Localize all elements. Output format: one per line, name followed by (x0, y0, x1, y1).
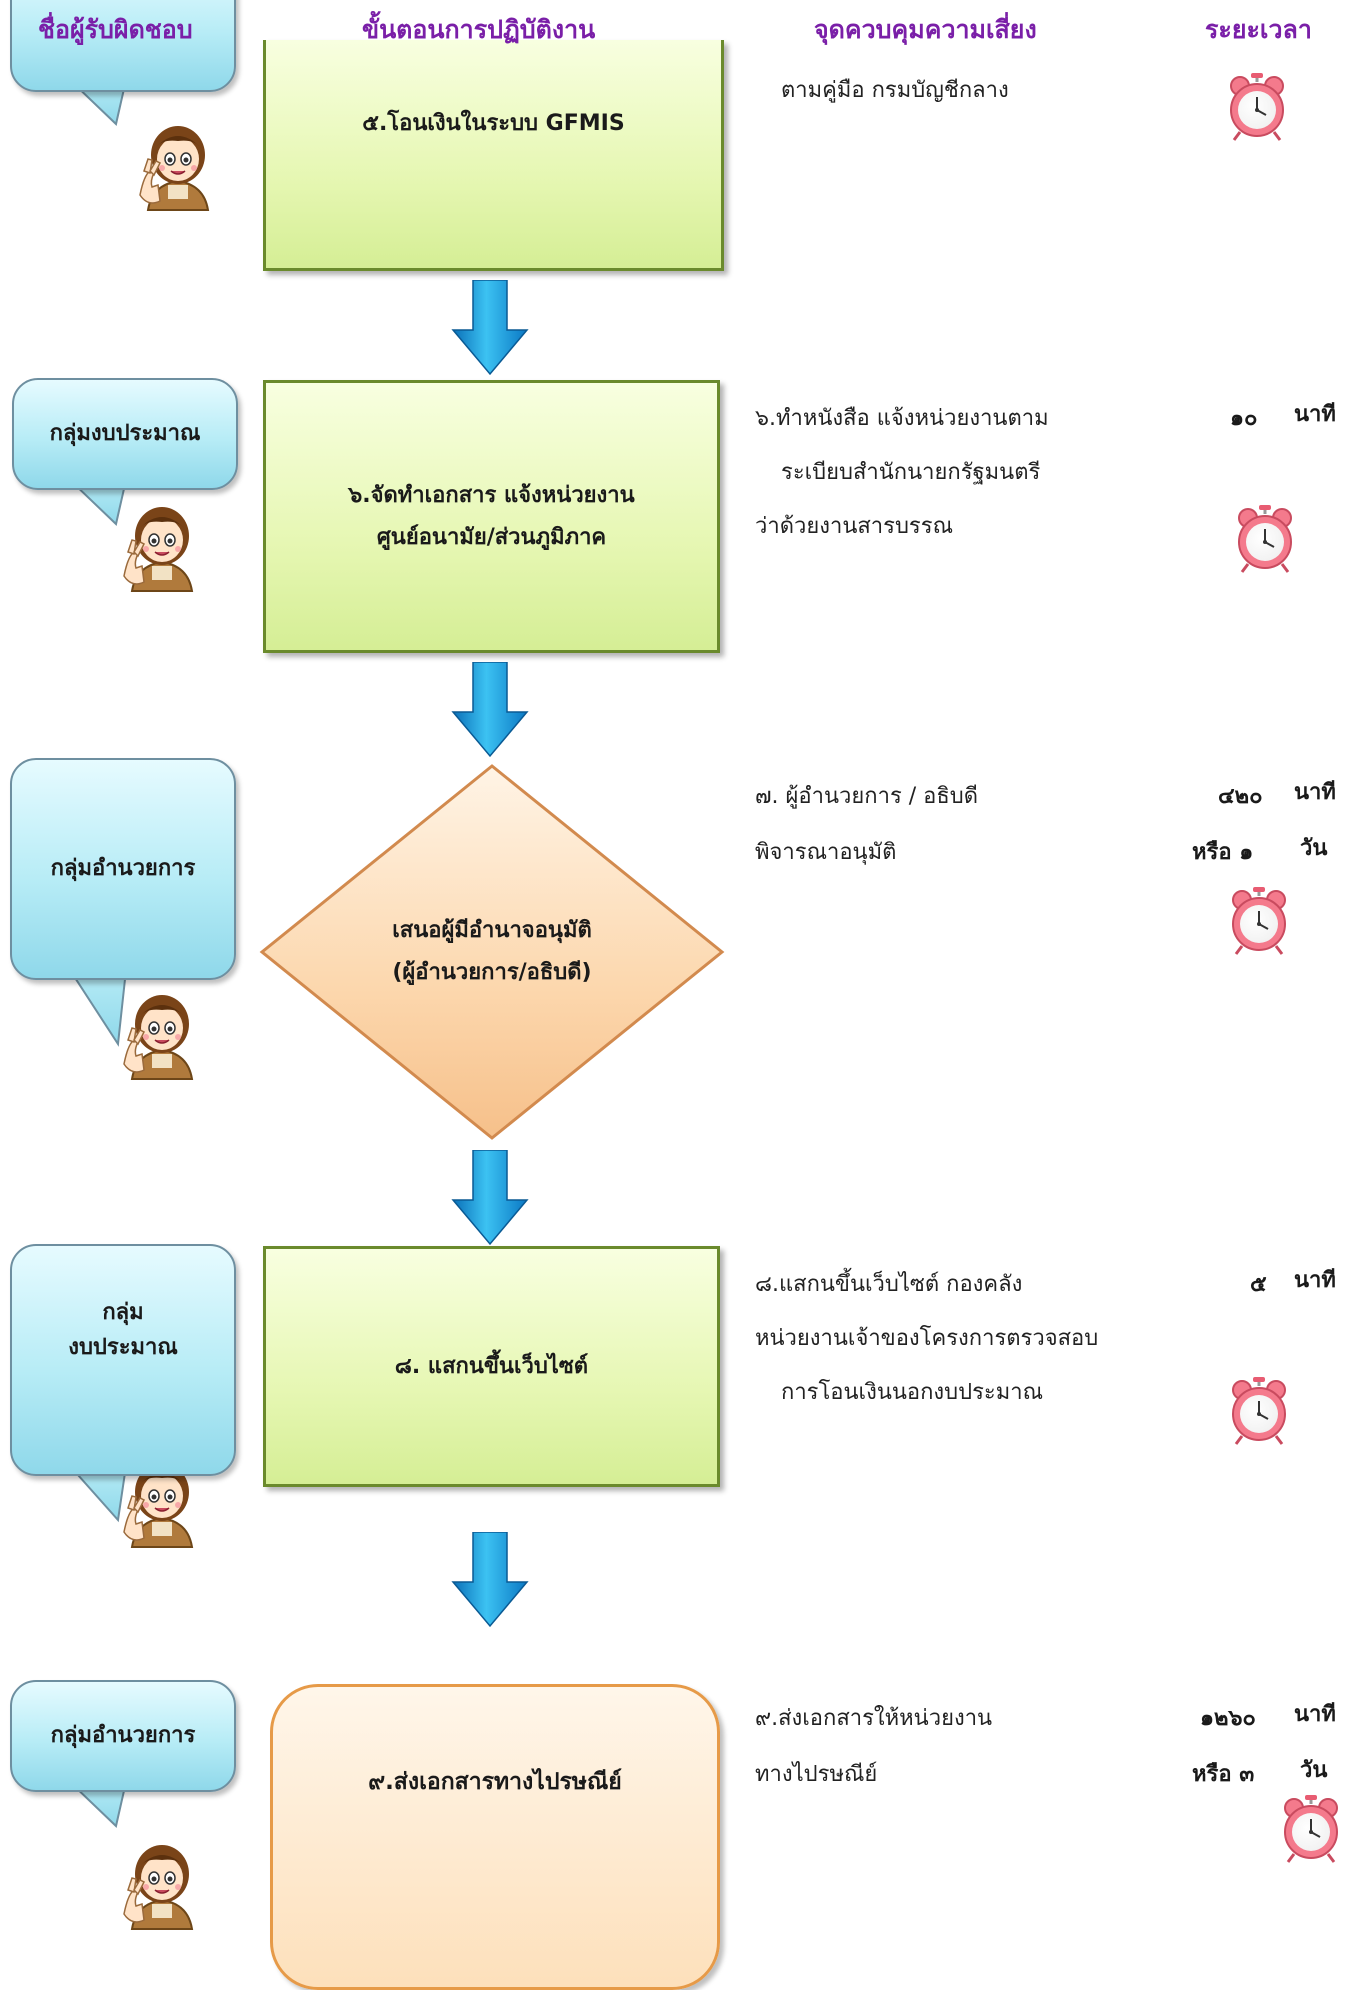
header-process: ขั้นตอนการปฏิบัติงาน (362, 15, 596, 44)
down-arrow-icon (451, 1532, 529, 1628)
speech-bubble-tail (70, 480, 128, 526)
responsible-bubble-4: กลุ่ม งบประมาณ (10, 1244, 236, 1476)
down-arrow-icon (451, 280, 529, 376)
risk-text: ๘.แสกนขึ้นเว็บไซต์ กองคลัง (755, 1272, 1023, 1297)
duration-unit: นาที (1294, 402, 1336, 427)
down-arrow-icon (451, 1150, 529, 1246)
process-step-9: ๙.ส่งเอกสารทางไปรษณีย์ (270, 1684, 720, 1990)
duration-unit: นาที (1294, 1268, 1336, 1293)
speech-bubble-tail (70, 1782, 128, 1828)
responsible-bubble-5: กลุ่มอำนวยการ (10, 1680, 236, 1792)
down-arrow-icon (451, 662, 529, 758)
decision-step-label: เสนอผู้มีอำนาจอนุมัติ (ผู้อำนวยการ/อธิบด… (392, 918, 592, 985)
header-responsible: ชื่อผู้รับผิดชอบ (38, 15, 193, 44)
duration-alt-unit: วัน (1300, 836, 1328, 861)
responsible-bubble-3: กลุ่มอำนวยการ (10, 758, 236, 980)
risk-text: ว่าด้วยงานสารบรรณ (755, 514, 953, 539)
cartoon-girl-icon (123, 1844, 193, 1930)
process-step-label: ๘. แสกนขึ้นเว็บไซต์ (394, 1353, 589, 1379)
alarm-clock-icon (1231, 885, 1287, 956)
cartoon-girl-icon (123, 994, 193, 1080)
process-step-6: ๖.จัดทำเอกสาร แจ้งหน่วยงาน ศูนย์อนามัย/ส… (263, 380, 720, 653)
alarm-clock-icon (1229, 71, 1285, 142)
responsible-label: กลุ่มงบประมาณ (49, 421, 201, 447)
speech-bubble-tail (70, 970, 128, 1047)
risk-text: ทางไปรษณีย์ (755, 1762, 878, 1787)
risk-text: พิจารณาอนุมัติ (755, 840, 897, 865)
responsible-label: กลุ่มอำนวยการ (50, 856, 196, 882)
responsible-label: กลุ่มอำนวยการ (50, 1723, 196, 1749)
alarm-clock-icon (1237, 503, 1293, 574)
duration-unit: นาที (1294, 1702, 1336, 1727)
duration-value: ๑๐ (1230, 406, 1258, 431)
header-duration: ระยะเวลา (1205, 15, 1312, 44)
alarm-clock-icon (1283, 1793, 1339, 1864)
risk-text: ๙.ส่งเอกสารให้หน่วยงาน (755, 1706, 993, 1731)
duration-alt-unit: วัน (1300, 1758, 1328, 1783)
risk-text: ๗. ผู้อำนวยการ / อธิบดี (755, 784, 979, 809)
duration-value: ๔๒๐ (1218, 784, 1263, 809)
cartoon-girl-icon (123, 506, 193, 592)
alarm-clock-icon (1231, 1375, 1287, 1446)
process-step-label: ๙.ส่งเอกสารทางไปรษณีย์ (368, 1769, 622, 1795)
responsible-label: กลุ่ม งบประมาณ (68, 1299, 178, 1360)
risk-text: ระเบียบสำนักนายกรัฐมนตรี (781, 460, 1041, 485)
header-risk: จุดควบคุมความเสี่ยง (814, 15, 1037, 44)
speech-bubble-tail (70, 1466, 128, 1523)
process-step-label: ๖.จัดทำเอกสาร แจ้งหน่วยงาน ศูนย์อนามัย/ส… (348, 482, 635, 550)
risk-text: ตามคู่มือ กรมบัญชีกลาง (781, 78, 1009, 103)
risk-text: หน่วยงานเจ้าของโครงการตรวจสอบ (755, 1326, 1099, 1351)
process-step-5: ๕.โอนเงินในระบบ GFMIS (263, 40, 724, 271)
duration-alt-value: หรือ ๓ (1192, 1762, 1255, 1787)
duration-value: ๑๒๖๐ (1200, 1706, 1256, 1731)
risk-text: การโอนเงินนอกงบประมาณ (781, 1380, 1044, 1405)
process-step-label: ๕.โอนเงินในระบบ GFMIS (362, 111, 625, 137)
decision-step-7: เสนอผู้มีอำนาจอนุมัติ (ผู้อำนวยการ/อธิบด… (258, 762, 726, 1142)
decision-diamond-shape (259, 764, 725, 1140)
process-step-8: ๘. แสกนขึ้นเว็บไซต์ (263, 1246, 720, 1487)
duration-value: ๕ (1250, 1272, 1267, 1297)
risk-text: ๖.ทำหนังสือ แจ้งหน่วยงานตาม (755, 406, 1049, 431)
duration-unit: นาที (1294, 780, 1336, 805)
duration-alt-value: หรือ ๑ (1192, 840, 1254, 865)
cartoon-girl-icon (139, 125, 209, 211)
responsible-bubble-1 (10, 0, 236, 92)
responsible-bubble-2: กลุ่มงบประมาณ (12, 378, 238, 490)
